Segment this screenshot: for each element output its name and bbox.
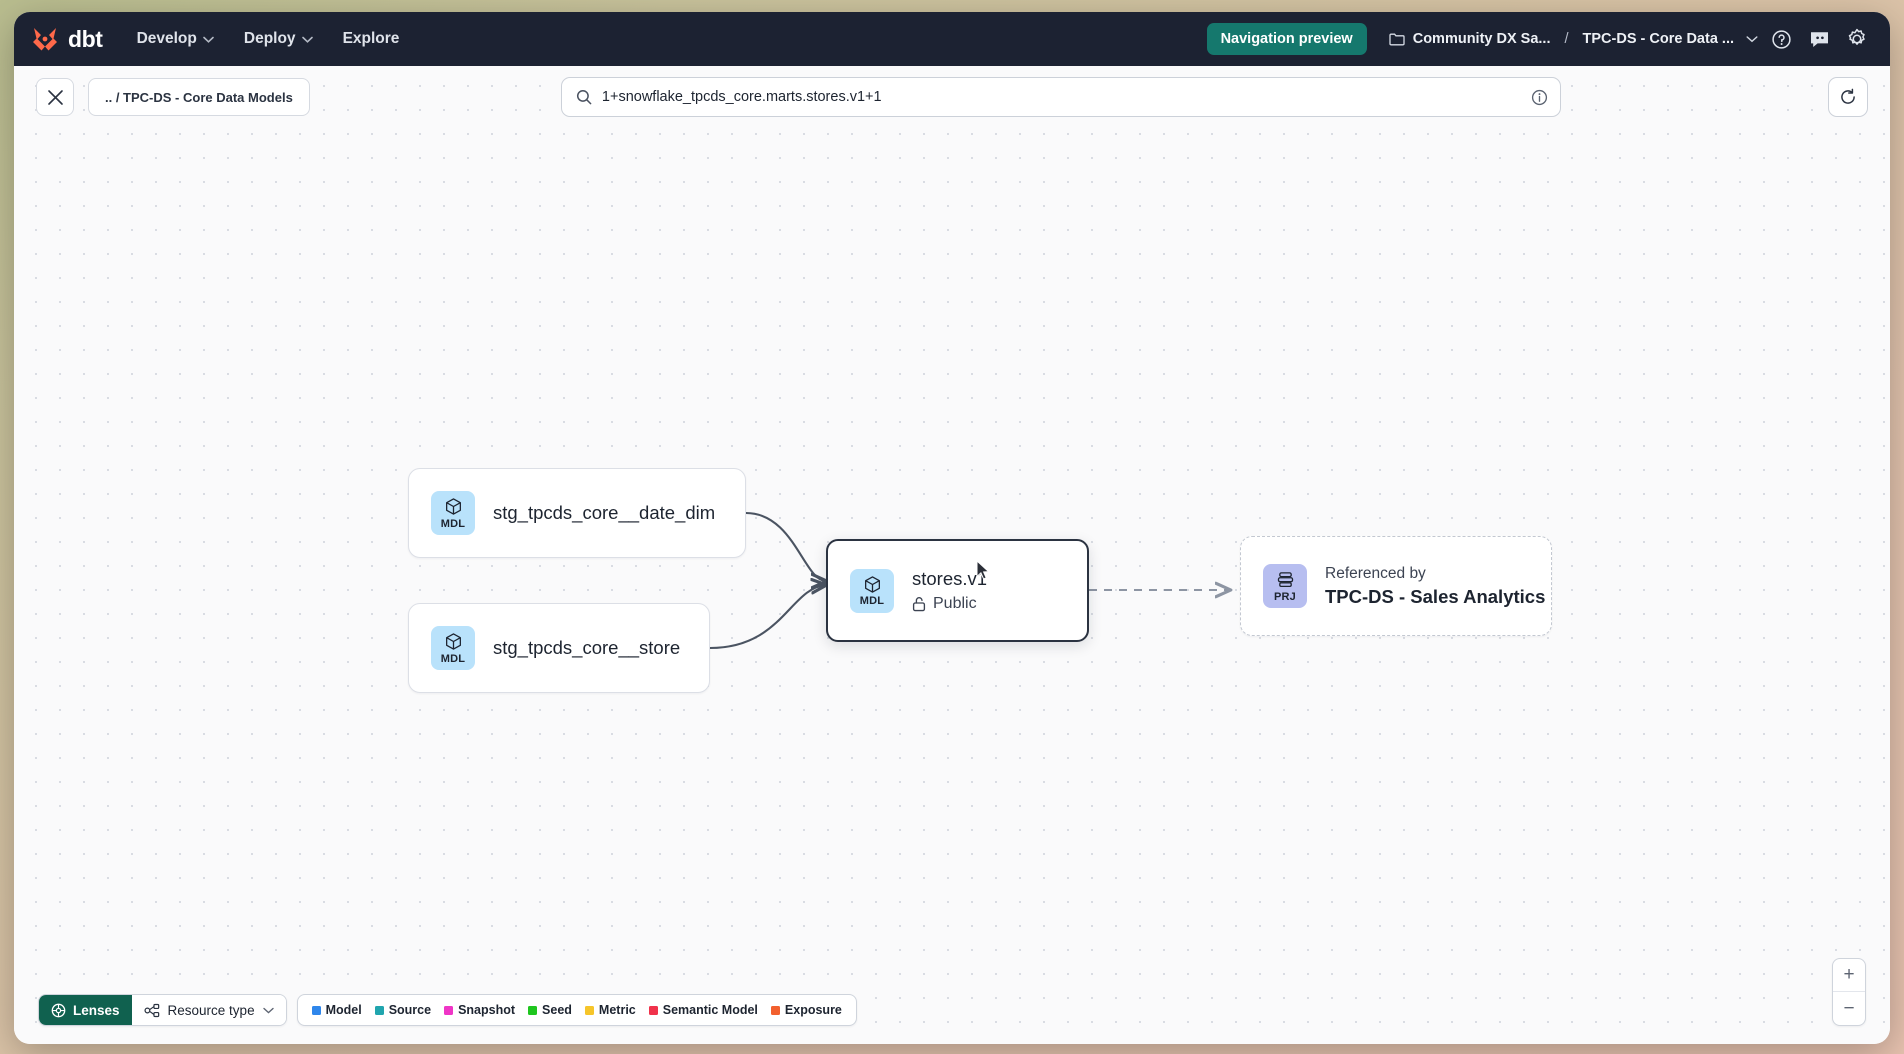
folder-icon xyxy=(1389,32,1405,46)
dbt-x-logo-icon xyxy=(30,25,60,53)
node-access-label: Public xyxy=(933,595,977,612)
legend-swatch-model xyxy=(311,1005,321,1015)
nodes-icon xyxy=(143,1003,160,1018)
cube-icon xyxy=(444,497,463,517)
nav-item-develop[interactable]: Develop xyxy=(137,30,214,48)
lineage-toolbar: .. / TPC-DS - Core Data Models 1+snowfla… xyxy=(14,66,1890,128)
breadcrumb-separator: / xyxy=(1564,31,1569,47)
lenses-control-group: Lenses Resource type xyxy=(38,994,287,1026)
refresh-icon xyxy=(1839,88,1857,106)
close-lineage-button[interactable] xyxy=(36,78,74,116)
lineage-search-box[interactable]: 1+snowflake_tpcds_core.marts.stores.v1+1 xyxy=(560,77,1561,117)
lenses-button-label: Lenses xyxy=(73,1002,120,1018)
legend-swatch-semantic-model xyxy=(648,1005,658,1015)
chevron-down-icon xyxy=(203,30,214,48)
close-icon xyxy=(47,89,64,106)
application-window: dbt Develop Deploy Explore Navigation pr… xyxy=(14,12,1890,1044)
lineage-node-stg-date-dim[interactable]: MDL stg_tpcds_core__date_dim xyxy=(408,468,746,558)
account-breadcrumb: Community DX Sa... / TPC-DS - Core Data … xyxy=(1389,31,1758,47)
breadcrumb[interactable]: .. / TPC-DS - Core Data Models xyxy=(88,78,310,116)
legend-swatch-seed xyxy=(528,1005,538,1015)
node-body: Referenced by TPC-DS - Sales Analytics xyxy=(1325,564,1546,608)
lenses-button[interactable]: Lenses xyxy=(39,995,132,1025)
cube-icon xyxy=(444,632,463,652)
legend-label-metric: Metric xyxy=(598,1003,636,1017)
resource-type-legend: Model Source Snapshot Seed Metric xyxy=(296,994,857,1026)
node-type-badge-mdl: MDL xyxy=(431,491,475,535)
legend-item-metric: Metric xyxy=(584,1003,636,1017)
zoom-controls: + − xyxy=(1832,958,1866,1026)
legend-label-source: Source xyxy=(388,1003,432,1017)
node-title: stg_tpcds_core__store xyxy=(493,637,681,658)
node-type-badge-label: MDL xyxy=(440,652,466,665)
cube-icon xyxy=(863,574,882,594)
lineage-graph: MDL stg_tpcds_core__date_dim MDL xyxy=(14,66,1890,1044)
lens-icon xyxy=(51,1003,66,1018)
resource-type-label: Resource type xyxy=(167,1002,255,1018)
settings-gear-icon[interactable] xyxy=(1842,24,1872,54)
nav-item-explore-label: Explore xyxy=(342,30,400,47)
node-type-badge-label: MDL xyxy=(859,595,885,607)
legend-swatch-snapshot xyxy=(444,1005,454,1015)
resource-type-filter-button[interactable]: Resource type xyxy=(131,995,286,1025)
chevron-down-icon xyxy=(262,1007,274,1014)
lineage-node-stores-v1[interactable]: MDL stores.v1 Public xyxy=(826,539,1089,642)
node-type-badge-label: MDL xyxy=(440,517,466,530)
project-name[interactable]: TPC-DS - Core Data ... xyxy=(1582,31,1734,47)
node-type-badge-prj: PRJ xyxy=(1263,564,1307,608)
node-title: stg_tpcds_core__date_dim xyxy=(493,502,716,523)
zoom-out-button[interactable]: − xyxy=(1843,997,1855,1019)
info-circle-icon[interactable] xyxy=(1531,89,1548,106)
zoom-in-button[interactable]: + xyxy=(1833,959,1865,992)
search-input[interactable]: 1+snowflake_tpcds_core.marts.stores.v1+1 xyxy=(601,89,882,105)
node-title: TPC-DS - Sales Analytics xyxy=(1325,585,1546,607)
nav-item-develop-label: Develop xyxy=(136,30,197,47)
search-icon xyxy=(576,89,592,105)
dbt-wordmark: dbt xyxy=(68,25,103,52)
node-body: stg_tpcds_core__date_dim xyxy=(493,502,715,524)
legend-swatch-source xyxy=(374,1005,384,1015)
legend-label-model: Model xyxy=(325,1003,362,1017)
lineage-canvas[interactable]: MDL stg_tpcds_core__date_dim MDL xyxy=(14,66,1890,1044)
legend-label-semantic-model: Semantic Model xyxy=(662,1003,758,1017)
legend-item-snapshot: Snapshot xyxy=(444,1003,515,1017)
legend-item-model: Model xyxy=(311,1003,362,1017)
nav-item-deploy-label: Deploy xyxy=(243,30,296,47)
canvas-bottom-toolbar: Lenses Resource type xyxy=(38,994,857,1026)
legend-swatch-exposure xyxy=(770,1005,780,1015)
unlock-icon xyxy=(912,596,926,612)
refresh-lineage-button[interactable] xyxy=(1828,77,1868,117)
account-name[interactable]: Community DX Sa... xyxy=(1412,31,1551,47)
node-type-badge-label: PRJ xyxy=(1274,590,1296,603)
legend-item-source: Source xyxy=(374,1003,432,1017)
node-title: stores.v1 xyxy=(912,568,988,589)
legend-item-seed: Seed xyxy=(528,1003,572,1017)
legend-item-exposure: Exposure xyxy=(770,1003,842,1017)
top-navigation-bar: dbt Develop Deploy Explore Navigation pr… xyxy=(14,12,1890,66)
chevron-down-icon[interactable] xyxy=(1746,35,1758,43)
node-eyebrow: Referenced by xyxy=(1325,564,1426,582)
legend-label-snapshot: Snapshot xyxy=(458,1003,516,1017)
node-type-badge-mdl: MDL xyxy=(850,568,894,613)
nav-item-deploy[interactable]: Deploy xyxy=(244,30,313,48)
legend-swatch-metric xyxy=(584,1005,594,1015)
navigation-preview-button[interactable]: Navigation preview xyxy=(1206,23,1367,55)
legend-label-exposure: Exposure xyxy=(784,1003,842,1017)
dbt-brand[interactable]: dbt xyxy=(30,25,103,53)
legend-item-semantic-model: Semantic Model xyxy=(648,1003,758,1017)
search-area: 1+snowflake_tpcds_core.marts.stores.v1+1 xyxy=(310,77,1812,117)
node-body: stores.v1 Public xyxy=(912,568,987,613)
feedback-icon[interactable] xyxy=(1804,24,1834,54)
legend-label-seed: Seed xyxy=(542,1003,572,1017)
lineage-node-stg-store[interactable]: MDL stg_tpcds_core__store xyxy=(408,603,710,693)
nav-item-explore[interactable]: Explore xyxy=(343,30,400,48)
project-stack-icon xyxy=(1276,570,1295,590)
lineage-node-referenced-project[interactable]: PRJ Referenced by TPC-DS - Sales Analyti… xyxy=(1240,536,1552,636)
node-body: stg_tpcds_core__store xyxy=(493,637,680,659)
help-circle-icon[interactable] xyxy=(1766,24,1796,54)
node-type-badge-mdl: MDL xyxy=(431,626,475,670)
chevron-down-icon xyxy=(301,30,313,48)
node-access-badge: Public xyxy=(912,595,987,613)
